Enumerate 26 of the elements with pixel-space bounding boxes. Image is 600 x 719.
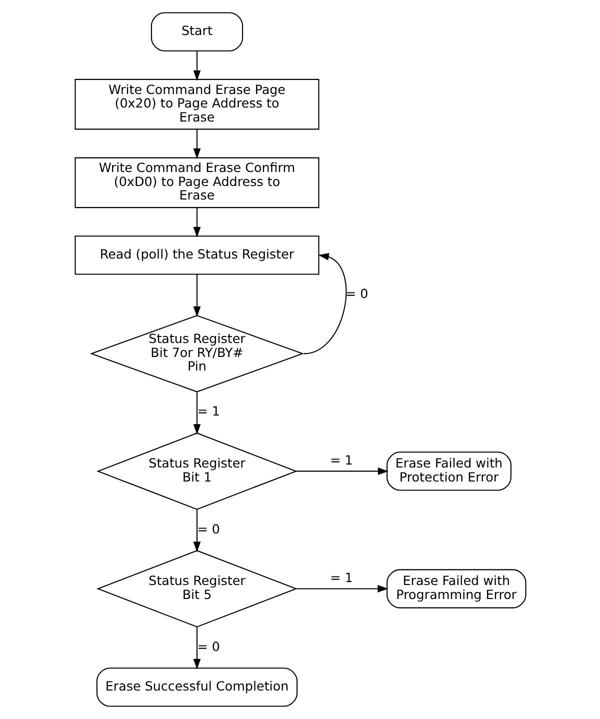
arrow (296, 468, 388, 475)
edge-label: = 0 (196, 521, 220, 536)
node-box: Write Command Erase Confirm (0xD0) to Page Address to Erase (74, 157, 319, 208)
node-box: Erase Failed with Programming Error (386, 569, 526, 608)
node-box: Write Command Erase Page (0x20) to Page Address to Erase (74, 78, 319, 130)
edge-label: = 1 (196, 404, 220, 419)
edge-label: = 1 (330, 452, 352, 468)
node-diamond: Status Register Bit 1 (96, 432, 297, 510)
arrow (192, 208, 200, 238)
arrow (296, 585, 388, 592)
arrow (192, 509, 200, 552)
node-box: Read (poll) the Status Register (74, 236, 319, 275)
edge-label: = 1 (330, 570, 352, 585)
arrow (192, 274, 200, 318)
node-box: Start (150, 12, 243, 52)
node-box: Erase Successful Completion (96, 668, 298, 707)
arrow (192, 51, 200, 81)
node-diamond: Status Register Bit 5 (96, 550, 297, 628)
arrow (192, 392, 200, 435)
node-box: Erase Failed with Protection Error (386, 452, 511, 491)
edge-label: = 0 (345, 286, 368, 302)
arrow (303, 253, 346, 354)
edge-label: = 0 (196, 638, 220, 654)
node-diamond: Status Register Bit 7or RY/BY# Pin (89, 315, 304, 392)
arrow (192, 130, 200, 159)
arrow (192, 627, 200, 670)
